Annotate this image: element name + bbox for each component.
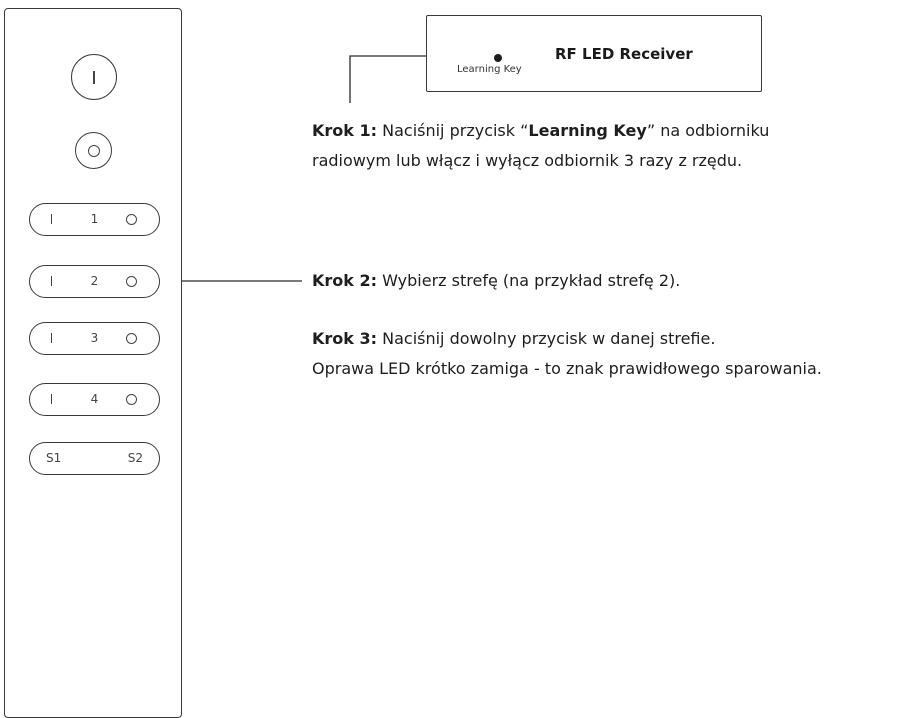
step-1-key-name: Learning Key — [528, 121, 647, 140]
zone-off-icon — [126, 333, 137, 344]
rf-led-receiver: Learning Key RF LED Receiver — [426, 15, 762, 92]
zone-off-icon — [126, 394, 137, 405]
power-off-button[interactable] — [75, 132, 112, 169]
step-1-line-1: Krok 1: Naciśnij przycisk “Learning Key”… — [312, 116, 769, 146]
rf-remote-control: 1 2 3 4 S1 S2 — [4, 8, 182, 718]
step-3-text: Naciśnij dowolny przycisk w danej strefi… — [377, 329, 716, 348]
power-on-button[interactable] — [71, 54, 117, 100]
scene-1-label: S1 — [46, 451, 62, 465]
step-3-instruction: Krok 3: Naciśnij dowolny przycisk w dane… — [312, 324, 822, 384]
zone-number: 2 — [90, 274, 99, 288]
learning-key-label: Learning Key — [457, 64, 522, 75]
step-1-label: Krok 1: — [312, 121, 378, 140]
zone-number: 4 — [90, 392, 99, 406]
on-icon — [93, 70, 95, 84]
zone-1-button[interactable]: 1 — [29, 203, 160, 236]
zone-number: 3 — [90, 331, 99, 345]
zone-off-icon — [126, 214, 137, 225]
scene-2-label: S2 — [127, 451, 143, 465]
scene-button[interactable]: S1 S2 — [29, 442, 160, 475]
zone-3-button[interactable]: 3 — [29, 322, 160, 355]
step-1-text-before: Naciśnij przycisk “ — [377, 121, 529, 140]
zone-2-button[interactable]: 2 — [29, 265, 160, 298]
step-1-text-after: ” na odbiorniku — [646, 121, 770, 140]
off-icon — [87, 144, 100, 157]
zone-off-icon — [126, 276, 137, 287]
step-2-label: Krok 2: — [312, 271, 378, 290]
step-2-text: Wybierz strefę (na przykład strefę 2). — [377, 271, 681, 290]
receiver-title: RF LED Receiver — [555, 45, 693, 63]
step-1-line-2: radiowym lub włącz i wyłącz odbiornik 3 … — [312, 151, 743, 170]
zone-on-icon — [51, 394, 53, 404]
zone-on-icon — [51, 333, 53, 343]
step-3-label: Krok 3: — [312, 329, 378, 348]
zone-4-button[interactable]: 4 — [29, 383, 160, 416]
step-1-instruction: Krok 1: Naciśnij przycisk “Learning Key”… — [312, 116, 769, 176]
learning-key-button[interactable] — [494, 54, 502, 62]
step-2-instruction: Krok 2: Wybierz strefę (na przykład stre… — [312, 266, 680, 296]
zone-number: 1 — [90, 212, 99, 226]
zone-on-icon — [51, 276, 53, 286]
zone-on-icon — [51, 214, 53, 224]
step-3-line-2: Oprawa LED krótko zamiga - to znak prawi… — [312, 359, 822, 378]
